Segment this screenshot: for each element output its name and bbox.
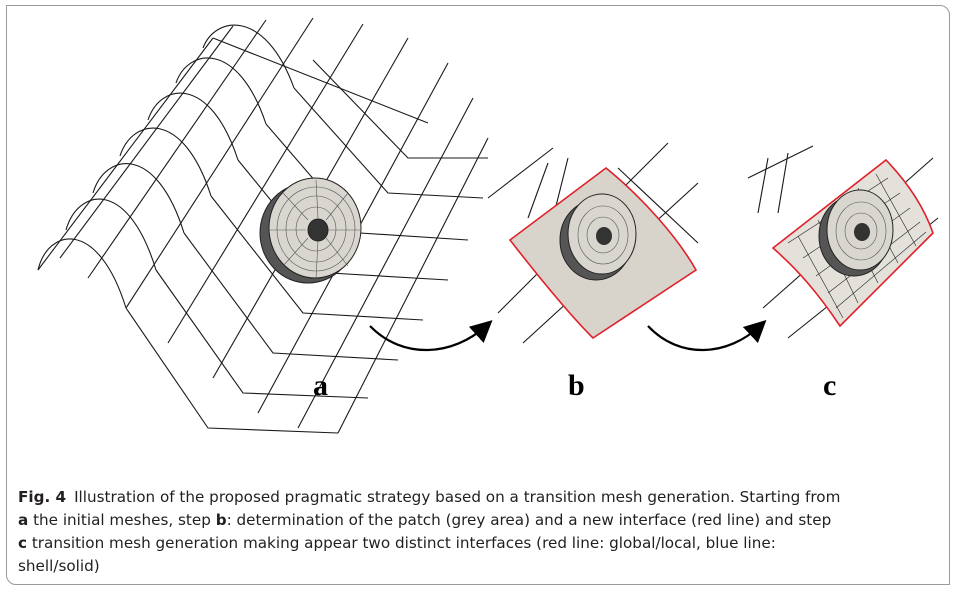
caption-ref-c: c: [18, 534, 28, 552]
figure-caption: Fig. 4 Illustration of the proposed pragm…: [18, 486, 943, 578]
arrow-b-to-c: [647, 319, 767, 352]
figure-frame: [6, 5, 950, 585]
caption-line-1: Fig. 4 Illustration of the proposed pragm…: [18, 486, 943, 509]
caption-text-2a: the initial meshes, step: [28, 511, 216, 529]
panel-b-patch: [487, 142, 699, 344]
panel-label-a: a: [313, 369, 328, 402]
caption-ref-b: b: [215, 511, 227, 529]
caption-line-3: c transition mesh generation making appe…: [18, 532, 943, 555]
figure-number: Fig. 4: [18, 488, 67, 506]
panel-label-c: c: [823, 369, 836, 402]
caption-text-2b: : determination of the patch (grey area)…: [226, 511, 832, 529]
caption-text-1: Illustration of the proposed pragmatic s…: [74, 488, 841, 506]
panel-a-solid-disk: [259, 177, 362, 284]
figure-illustration: a b c: [37, 17, 939, 434]
caption-text-3: transition mesh generation making appear…: [27, 534, 776, 552]
panel-c-transition-mesh: [747, 145, 939, 339]
caption-line-4: shell/solid): [18, 555, 943, 578]
caption-line-2: a the initial meshes, step b: determinat…: [18, 509, 943, 532]
arrow-a-to-b: [369, 320, 493, 352]
panel-label-b: b: [568, 369, 585, 402]
caption-text-4: shell/solid): [18, 557, 100, 575]
caption-ref-a: a: [18, 511, 29, 529]
